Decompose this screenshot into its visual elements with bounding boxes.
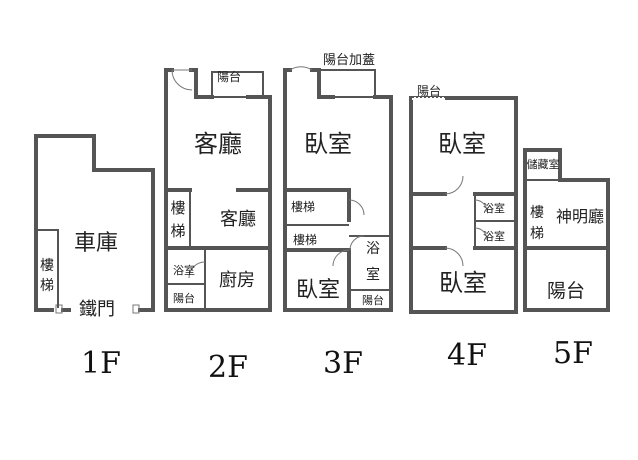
1f-left-wall bbox=[34, 134, 54, 312]
1f-stair-label-1: 樓 bbox=[40, 258, 54, 274]
2f-bath-label: 浴室 bbox=[173, 263, 195, 277]
2f-living-small-label: 客廳 bbox=[220, 209, 256, 230]
5f-stair-label-1: 樓 bbox=[530, 205, 544, 221]
2f-kitchen-label: 廚房 bbox=[219, 269, 255, 291]
2f-floor-label: 2F bbox=[208, 350, 248, 385]
5f-floor-label: 5F bbox=[553, 336, 593, 371]
2f-outer-wall bbox=[164, 68, 272, 312]
floor-4f: 陽台 臥室 浴室 浴室 臥室 4F bbox=[409, 83, 518, 373]
1f-iron-gate-label: 鐵門 bbox=[79, 299, 115, 320]
4f-bedroom-bottom-door bbox=[444, 247, 464, 267]
3f-bath-label-2: 室 bbox=[366, 266, 380, 283]
4f-bedroom-bottom-label: 臥室 bbox=[439, 269, 487, 297]
floor-3f: 陽台加蓋 臥室 樓梯 樓梯 浴 室 臥室 陽台 3F bbox=[283, 53, 393, 381]
4f-bedroom-top-label: 臥室 bbox=[438, 130, 486, 158]
1f-gate-post-right bbox=[132, 304, 140, 314]
3f-bedroom-bottom-label: 臥室 bbox=[296, 278, 340, 303]
floor-5f: 儲藏室 樓 梯 神明廳 陽台 5F bbox=[523, 148, 610, 371]
3f-bath-door bbox=[349, 235, 365, 251]
1f-outer-wall bbox=[34, 134, 155, 312]
3f-bedroom-top-label: 臥室 bbox=[304, 130, 352, 158]
3f-bath-label-1: 浴 bbox=[366, 241, 380, 257]
5f-storage-label: 儲藏室 bbox=[527, 157, 560, 171]
2f-stair-label-2: 梯 bbox=[170, 222, 185, 240]
4f-balcony-label: 陽台 bbox=[417, 83, 441, 98]
2f-living-big-label: 客廳 bbox=[194, 130, 242, 158]
3f-outer-wall bbox=[283, 68, 393, 312]
2f-balcony-bottom-label: 陽台 bbox=[173, 291, 195, 305]
2f-entry-door bbox=[171, 69, 193, 91]
1f-floor-label: 1F bbox=[81, 346, 121, 381]
floor-1f: 車庫 樓 梯 鐵門 1F bbox=[34, 134, 155, 381]
1f-garage-label: 車庫 bbox=[74, 231, 118, 256]
2f-stair-label-1: 樓 bbox=[170, 199, 185, 217]
2f-balcony-top-box bbox=[211, 71, 264, 98]
2f-bath-door bbox=[188, 261, 206, 279]
5f-balcony-label: 陽台 bbox=[547, 280, 585, 302]
floor-2f: 陽台 客廳 樓 梯 客廳 浴室 廚房 陽台 2F bbox=[164, 68, 272, 385]
5f-stair-label-2: 梯 bbox=[530, 226, 544, 242]
4f-bath-b-label: 浴室 bbox=[483, 229, 505, 243]
2f-balcony-top-label: 陽台 bbox=[217, 69, 241, 84]
4f-bedroom-top-door bbox=[444, 175, 464, 195]
3f-balcony-added-label: 陽台加蓋 bbox=[323, 53, 375, 68]
3f-balcony-label: 陽台 bbox=[362, 293, 384, 307]
3f-stair-a-label: 樓梯 bbox=[291, 199, 315, 214]
3f-stair-door bbox=[348, 199, 365, 216]
4f-bath-a-label: 浴室 bbox=[483, 201, 505, 215]
5f-shrine-hall-label: 神明廳 bbox=[556, 207, 604, 226]
3f-balcony-added-box bbox=[319, 69, 376, 98]
3f-bedroom-door bbox=[332, 249, 350, 267]
4f-floor-label: 4F bbox=[447, 338, 487, 373]
3f-stair-b-label: 樓梯 bbox=[293, 232, 317, 247]
1f-stair-label-2: 梯 bbox=[40, 278, 54, 294]
3f-floor-label: 3F bbox=[323, 346, 363, 381]
5f-outer-wall bbox=[523, 148, 610, 312]
4f-outer-wall bbox=[409, 96, 518, 314]
1f-stair-wall bbox=[38, 229, 59, 308]
